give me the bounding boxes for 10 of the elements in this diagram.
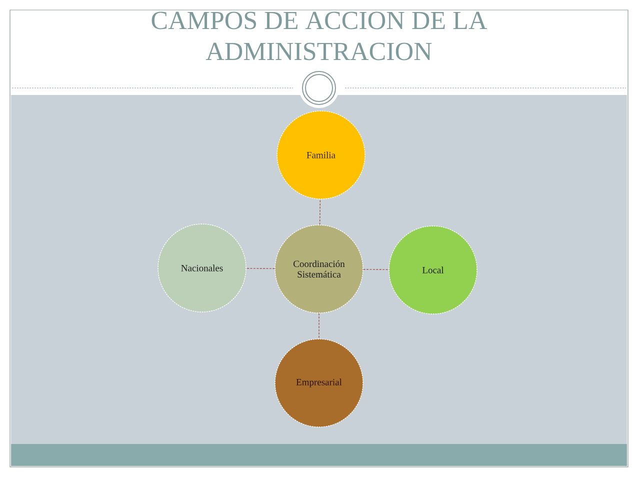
circle-node: Local: [388, 226, 478, 314]
title: CAMPOS DE ACCION DE LA ADMINISTRACION: [152, 12, 488, 60]
circle-node: Nacionales: [158, 224, 246, 312]
connector-line: [319, 198, 321, 225]
circle-node: Empresarial: [274, 338, 364, 428]
connector-line: [246, 268, 275, 269]
circle-node: Familia: [276, 110, 366, 200]
connector-line: [363, 269, 389, 270]
connector-line: [318, 312, 320, 339]
circle-node: Coordinación Sistemática: [274, 224, 364, 314]
